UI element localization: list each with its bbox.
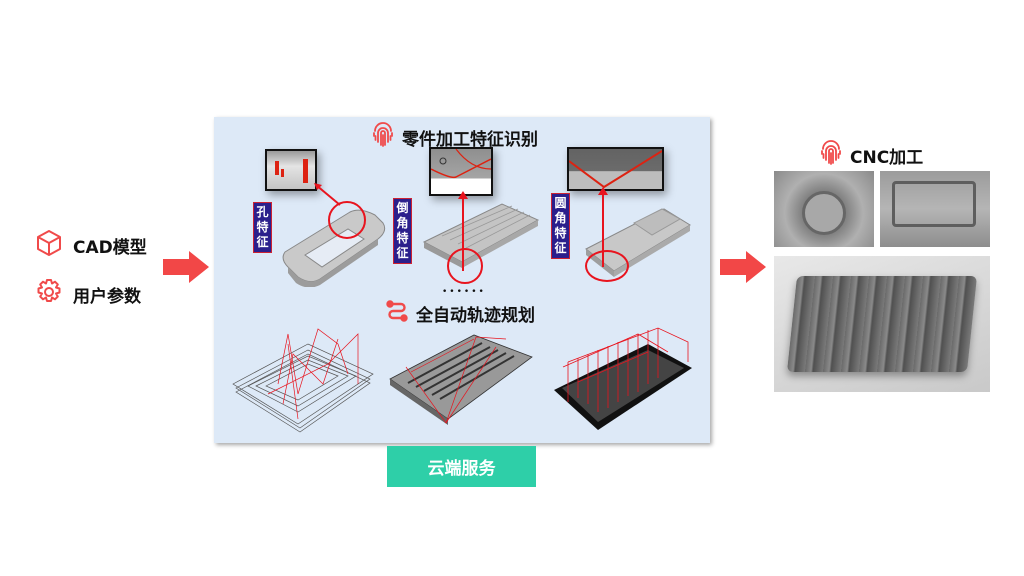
feature-recognition-title: 零件加工特征识别 (402, 129, 538, 150)
input-label: 用户参数 (73, 286, 141, 307)
chamfer-feature-zoom (429, 147, 493, 196)
fingerprint-icon (372, 122, 394, 152)
path-planning-header: 全自动轨迹规划 (386, 300, 535, 326)
path-planning-title: 全自动轨迹规划 (416, 305, 535, 326)
chamfer-feature-highlight (447, 248, 483, 284)
cnc-photo-part-1 (774, 171, 874, 247)
hole-feature-zoom (265, 149, 317, 191)
toolpath-preview-3 (554, 327, 692, 430)
cloud-service-label: 云端服务 (387, 446, 536, 487)
chamfer-feature-tag: 倒 角 特 征 (393, 198, 412, 264)
fillet-feature-zoom (567, 147, 664, 191)
hole-feature-highlight (328, 201, 366, 239)
fillet-feature-tag: 圆 角 特 征 (551, 193, 570, 259)
gear-icon (35, 278, 63, 310)
flow-arrow-right-icon (720, 251, 766, 283)
pointer-arrow-icon (314, 183, 341, 206)
section-divider-dots: •••••• (442, 287, 486, 297)
input-cad-model: CAD模型 (35, 229, 147, 261)
cnc-photo-part-2 (880, 171, 990, 247)
cnc-header: CNC加工 (820, 140, 923, 170)
feature-recognition-header: 零件加工特征识别 (372, 122, 538, 152)
flow-arrow-right-icon (163, 251, 209, 283)
cnc-photo-large-part (774, 256, 990, 392)
fingerprint-icon (820, 140, 842, 170)
cnc-title: CNC加工 (850, 147, 924, 168)
input-label: CAD模型 (73, 237, 147, 258)
cube-icon (35, 229, 63, 261)
toolpath-preview-2 (389, 334, 533, 425)
route-icon (386, 300, 408, 326)
toolpath-preview-1 (232, 328, 374, 433)
hole-feature-tag: 孔 特 征 (253, 202, 272, 253)
cloud-service-panel: 零件加工特征识别 孔 特 征 倒 角 特 征 圆 角 特 (214, 117, 710, 443)
input-user-params: 用户参数 (35, 278, 141, 310)
fillet-feature-highlight (585, 250, 629, 282)
